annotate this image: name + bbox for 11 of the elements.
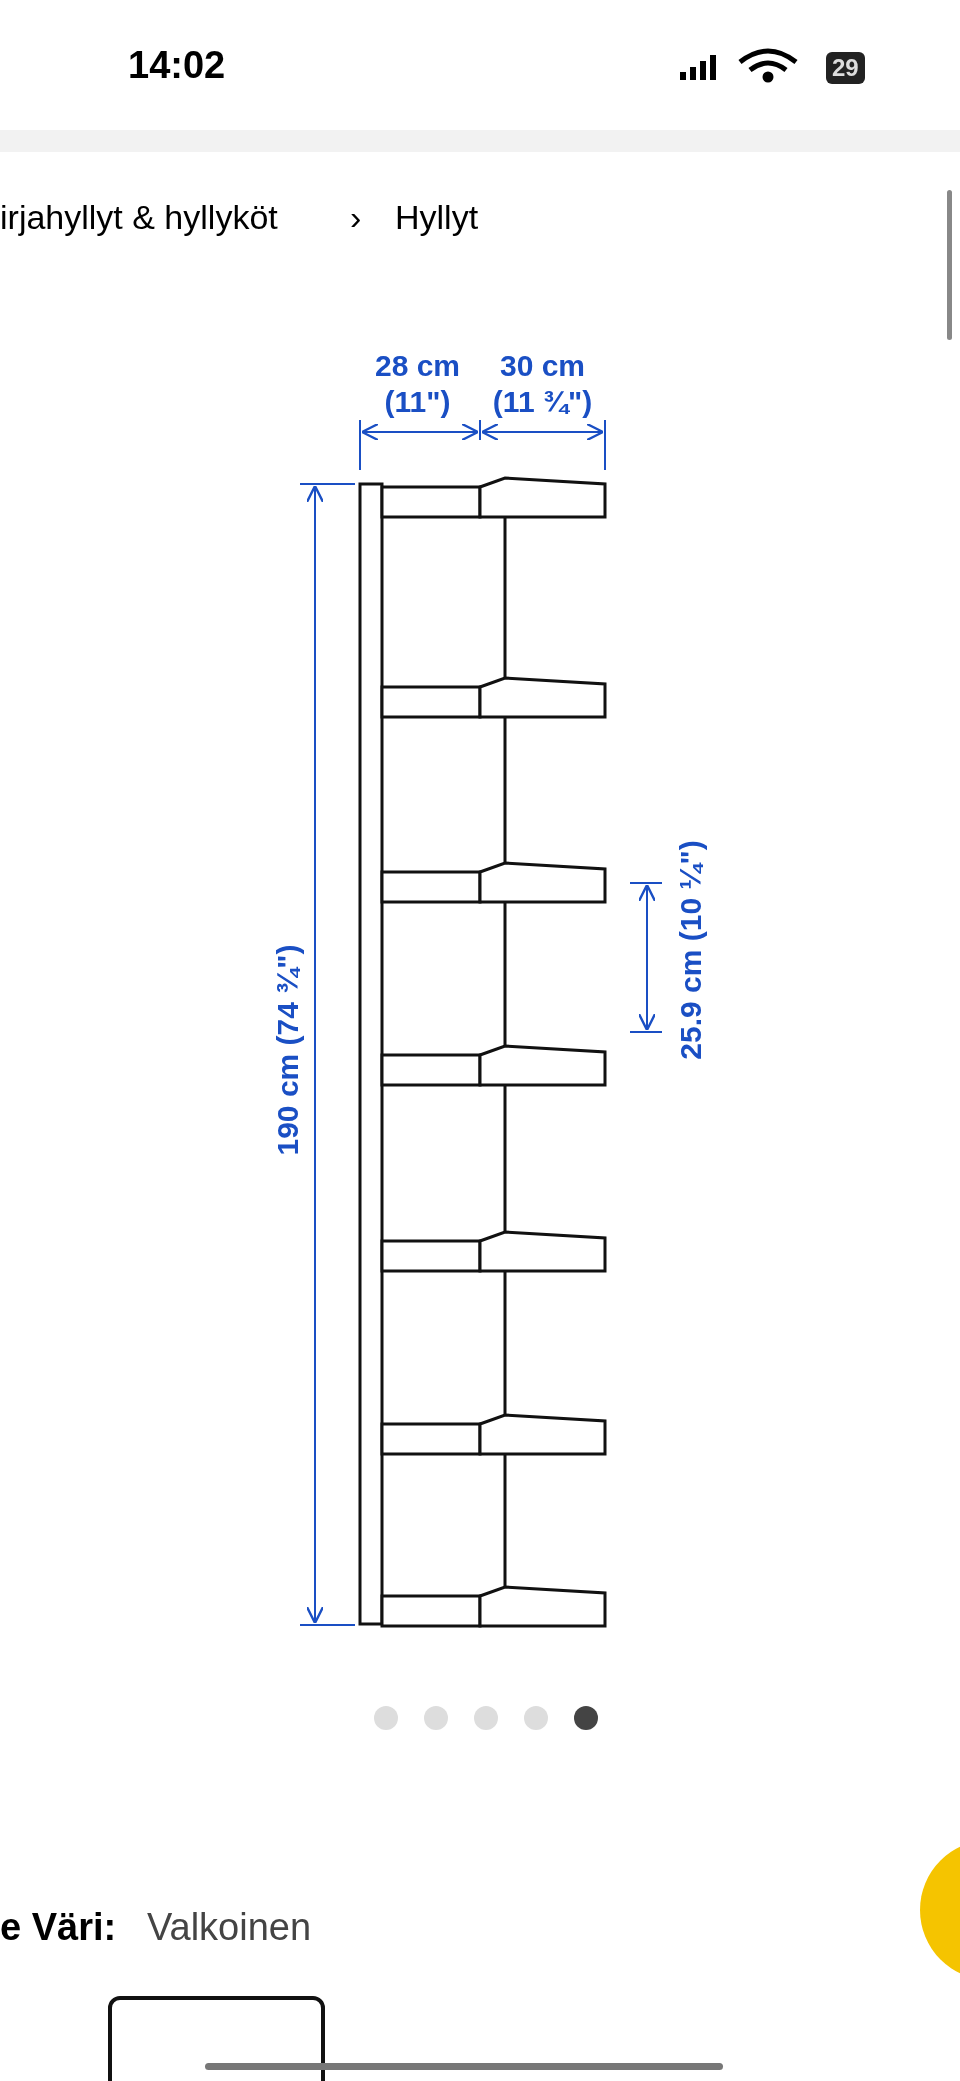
battery-level: 29 <box>826 52 865 84</box>
breadcrumb-link: irjahyllyt & hyllyköt <box>0 198 278 237</box>
dimension-label: 30 cm (11 ¾") <box>491 348 594 420</box>
dimension-label: 190 cm (74 ¾") <box>269 944 305 1156</box>
breadcrumb-link: Hyllyt <box>395 198 479 237</box>
color-label: e Väri: <box>0 1906 117 1949</box>
dimension-label: 25.9 cm (10 ¼") <box>672 840 708 1060</box>
status-time: 14:02 <box>128 44 226 87</box>
breadcrumb-separator: › <box>350 198 362 237</box>
dimension-label: 28 cm (11") <box>373 348 462 420</box>
color-value: Valkoinen <box>147 1906 312 1949</box>
